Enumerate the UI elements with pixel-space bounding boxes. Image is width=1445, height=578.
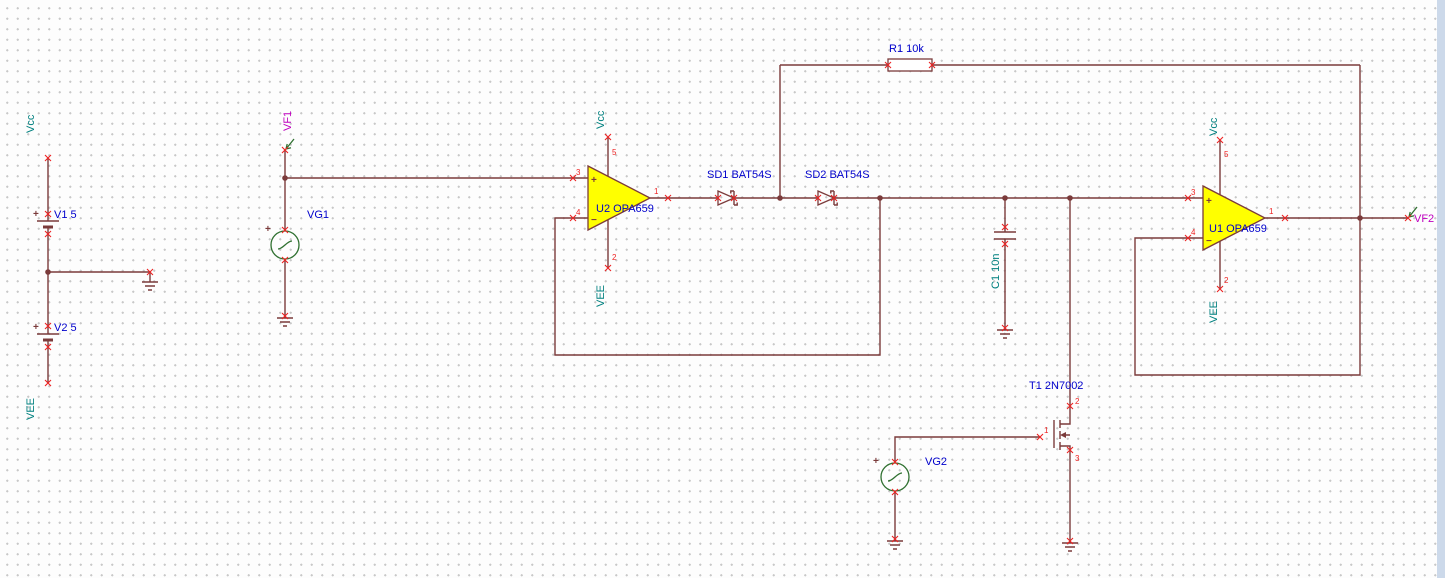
opamp-triangle	[1202, 184, 1267, 252]
vcc-left-label: Vcc	[25, 114, 37, 133]
generator-symbol	[880, 462, 910, 492]
vg2-label: VG2	[925, 456, 947, 468]
ground-symbol-vg2[interactable]	[886, 540, 904, 550]
vg1-label: VG1	[307, 209, 329, 221]
junction-dot	[777, 195, 783, 201]
rail-label-vcc-left[interactable]: Vcc	[25, 114, 37, 133]
rail-label-vee-left[interactable]: VEE	[25, 398, 37, 420]
u2-vcc-label: Vcc	[595, 110, 607, 129]
u2-pin-number: 3	[576, 168, 581, 177]
diode-triangle	[817, 190, 836, 206]
junction-dot	[1002, 195, 1008, 201]
wire-u1-feedback[interactable]	[1134, 218, 1361, 376]
u1-pin-number: 4	[1191, 228, 1196, 237]
resistor-body	[887, 58, 933, 72]
c1-label: C1 10n	[990, 254, 1002, 289]
generator-vg1[interactable]: + VG1	[265, 209, 329, 260]
sd2-label: SD2 BAT54S	[805, 169, 870, 181]
t1-label: T1 2N7002	[1029, 380, 1083, 392]
mosfet-leads	[1060, 406, 1071, 450]
u1-vcc-label: Vcc	[1208, 117, 1220, 136]
v2-plus-sign: +	[33, 322, 39, 333]
v1-plus-sign: +	[33, 209, 39, 220]
voltage-probe-vf2[interactable]: VF2	[1408, 206, 1434, 225]
diode-sd2[interactable]: SD2 BAT54S	[805, 169, 870, 206]
u2-pin-number: 1	[654, 187, 659, 196]
ground-symbol-vg1[interactable]	[276, 317, 294, 327]
opamp-pin-stubs	[573, 137, 668, 268]
capacitor-c1[interactable]: C1 10n	[990, 231, 1016, 289]
u2-pin-number: 2	[612, 253, 617, 262]
vg2-plus-sign: +	[873, 456, 879, 467]
ground-symbol-supply[interactable]	[141, 281, 159, 291]
wires	[47, 64, 1408, 543]
diode-triangle	[717, 190, 736, 206]
t1-pin-number: 1	[1044, 426, 1049, 435]
u2-vee-label: VEE	[595, 285, 607, 307]
opamp-u2[interactable]: + − 3 4 1 5 2 U2 OPA659 Vcc VEE	[573, 110, 668, 307]
u2-pin-number: 4	[576, 208, 581, 217]
wire-supply-mid-to-ground[interactable]	[48, 271, 151, 282]
junction-dot	[1357, 215, 1363, 221]
u1-pin-number: 1	[1269, 207, 1274, 216]
wire-u2-feedback[interactable]	[554, 198, 881, 356]
junction-dot	[282, 175, 288, 181]
u1-label: U1 OPA659	[1209, 223, 1267, 235]
generator-symbol	[270, 230, 300, 260]
mosfet-t1[interactable]: 1 2 3 T1 2N7002	[1029, 380, 1083, 463]
vf2-label: VF2	[1414, 213, 1434, 225]
opamp-pin-stubs	[1188, 140, 1285, 289]
ground-symbol-c1[interactable]	[996, 329, 1014, 339]
battery-symbol	[35, 219, 61, 229]
u1-pin-number: 3	[1191, 188, 1196, 197]
v1-label: V1 5	[54, 209, 77, 221]
opamp-triangle	[587, 164, 652, 232]
ground-symbol-t1[interactable]	[1061, 542, 1079, 552]
junction-dot	[1067, 195, 1073, 201]
u2-minus-input-sign: −	[591, 215, 597, 226]
junction-dot	[45, 269, 51, 275]
vf1-label: VF1	[282, 111, 294, 131]
canvas-right-edge	[1437, 0, 1445, 578]
v2-label: V2 5	[54, 322, 77, 334]
u1-pin-number: 2	[1224, 276, 1229, 285]
battery-v1[interactable]: + V1 5	[33, 209, 77, 229]
generator-vg2[interactable]: + VG2	[873, 456, 947, 492]
t1-pin-number: 2	[1075, 397, 1080, 406]
junction-dot	[877, 195, 883, 201]
resistor-r1[interactable]: R1 10k	[887, 43, 933, 72]
u1-pin-number: 5	[1224, 150, 1229, 159]
battery-symbol	[35, 332, 61, 342]
wire-vg2-to-t1-gate[interactable]	[894, 436, 1040, 463]
pin-endpoint-markers	[44, 61, 1412, 545]
u1-vee-label: VEE	[1208, 301, 1220, 323]
sd1-label: SD1 BAT54S	[707, 169, 772, 181]
t1-pin-number: 3	[1075, 454, 1080, 463]
u1-plus-input-sign: +	[1206, 196, 1212, 207]
vg1-plus-sign: +	[265, 224, 271, 235]
junction-dots	[45, 175, 1363, 275]
battery-v2[interactable]: + V2 5	[33, 322, 77, 342]
r1-label: R1 10k	[889, 43, 924, 55]
mosfet-bulk-arrow	[1060, 432, 1066, 438]
u1-minus-input-sign: −	[1206, 236, 1212, 247]
voltage-probe-vf1[interactable]: VF1	[282, 111, 295, 150]
opamp-u1[interactable]: + − 3 4 1 5 2 U1 OPA659 Vcc VEE	[1188, 117, 1285, 323]
u2-plus-input-sign: +	[591, 175, 597, 186]
u2-label: U2 OPA659	[596, 203, 654, 215]
u2-pin-number: 5	[612, 148, 617, 157]
vee-left-label: VEE	[25, 398, 37, 420]
